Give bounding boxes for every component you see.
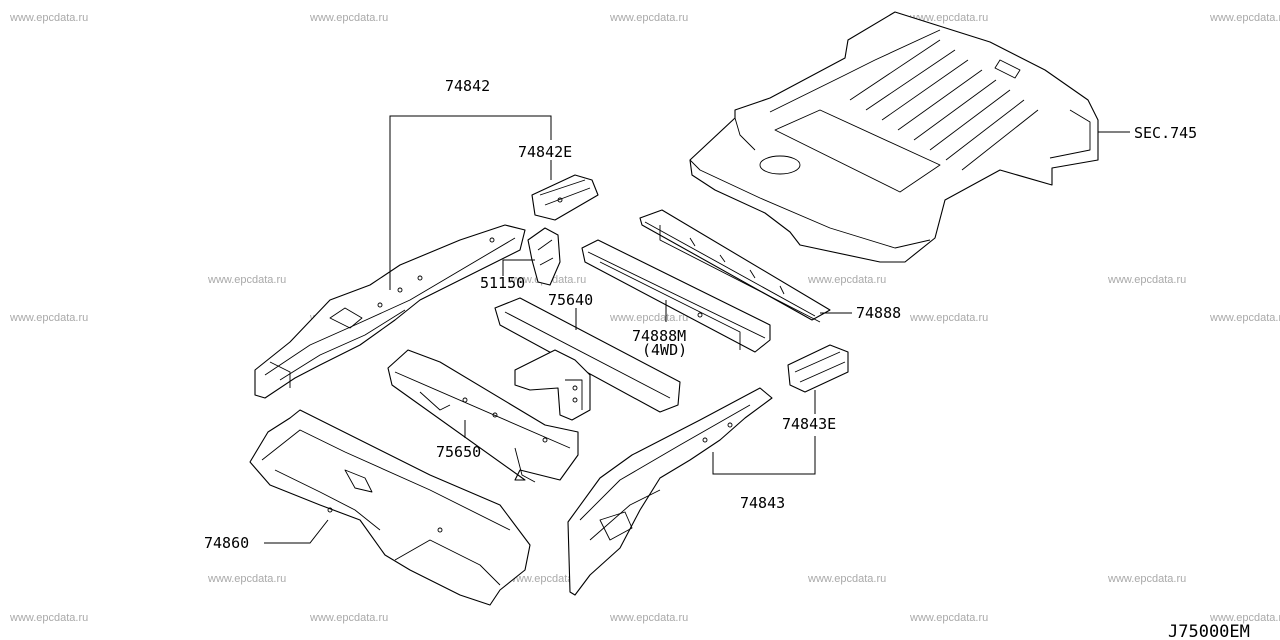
rear-end-crossmember-part[interactable] — [249, 409, 531, 606]
watermark: www.epcdata.ru — [909, 612, 988, 624]
label-74860: 74860 — [204, 534, 249, 552]
watermark: www.epcdata.ru — [807, 573, 886, 585]
watermark: www.epcdata.ru — [1209, 312, 1280, 324]
watermark: www.epcdata.ru — [207, 573, 286, 585]
watermark: www.epcdata.ru — [207, 274, 286, 286]
leader-74860 — [264, 519, 329, 544]
watermark: www.epcdata.ru — [309, 12, 388, 24]
leader-74843 — [712, 436, 816, 475]
watermark: www.epcdata.ru — [9, 612, 88, 624]
leader-51150 — [502, 259, 535, 276]
callout-labels: 74842 74842E 51150 75640 74888M (4WD) 74… — [204, 77, 1197, 552]
label-74843e: 74843E — [782, 415, 836, 433]
leader-74842 — [389, 115, 552, 290]
label-74888m-note: (4WD) — [642, 341, 687, 359]
watermark: www.epcdata.ru — [9, 312, 88, 324]
center-crossmember-75650-part[interactable] — [387, 349, 579, 483]
watermark: www.epcdata.ru — [609, 12, 688, 24]
label-sec745: SEC.745 — [1134, 124, 1197, 142]
leader-lines — [264, 115, 1130, 544]
right-side-member-part[interactable] — [567, 387, 773, 596]
rear-floor-panel-part[interactable] — [689, 11, 1099, 263]
watermark: www.epcdata.ru — [1209, 12, 1280, 24]
watermark: www.epcdata.ru — [1107, 573, 1186, 585]
watermark: www.epcdata.ru — [909, 12, 988, 24]
watermark: www.epcdata.ru — [807, 274, 886, 286]
rear-crossmember-part[interactable] — [639, 209, 831, 323]
watermark: www.epcdata.ru — [1107, 274, 1186, 286]
watermark: www.epcdata.ru — [9, 12, 88, 24]
drawing-code: J75000EM — [1168, 622, 1250, 640]
label-75650: 75650 — [436, 443, 481, 461]
bracket-74843e-part[interactable] — [787, 344, 849, 393]
watermark: www.epcdata.ru — [507, 573, 586, 585]
label-74842: 74842 — [445, 77, 490, 95]
label-74842e: 74842E — [518, 143, 572, 161]
left-side-member-part[interactable] — [254, 224, 526, 399]
watermark: www.epcdata.ru — [309, 612, 388, 624]
bracket-74842e-part[interactable] — [531, 174, 599, 221]
label-74843: 74843 — [740, 494, 785, 512]
bracket-51150-part[interactable] — [527, 227, 561, 286]
label-74888m: 74888M — [632, 327, 686, 345]
label-51150: 51150 — [480, 274, 525, 292]
label-74888: 74888 — [856, 304, 901, 322]
center-crossmember-75640-part[interactable] — [494, 297, 681, 421]
watermark: www.epcdata.ru — [609, 612, 688, 624]
watermark: www.epcdata.ru — [1209, 612, 1280, 624]
watermark: www.epcdata.ru — [609, 312, 688, 324]
watermark: www.epcdata.ru — [909, 312, 988, 324]
label-75640: 75640 — [548, 291, 593, 309]
crossmember-4wd-part[interactable] — [581, 239, 771, 353]
